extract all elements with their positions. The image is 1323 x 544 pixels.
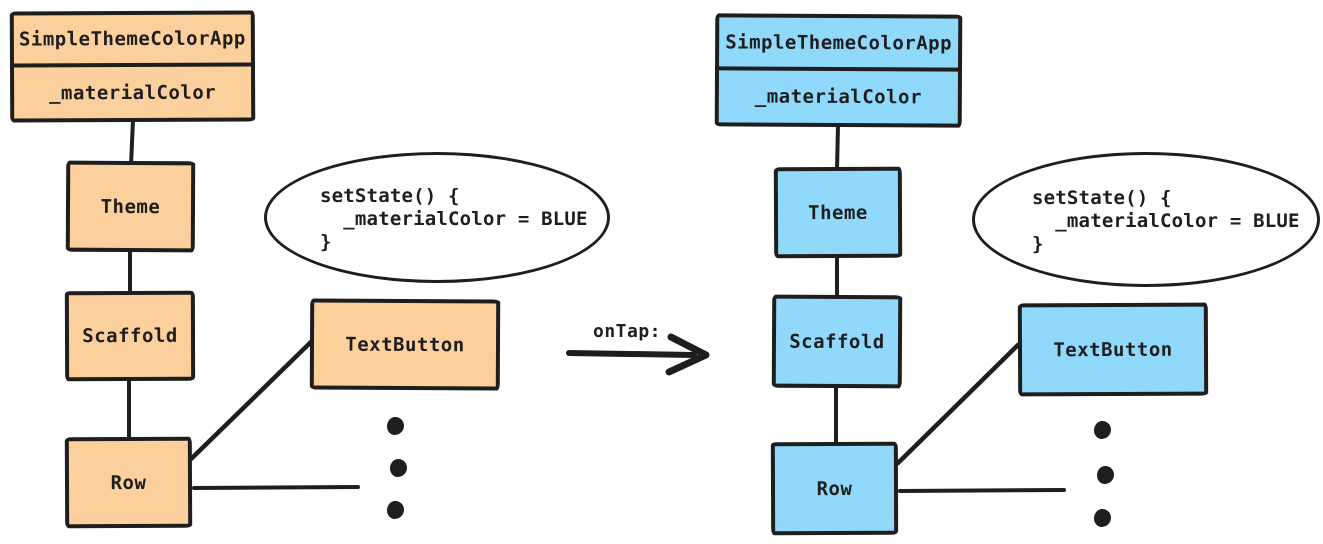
node-simplethemecolorapp-before: SimpleThemeColorApp _materialColor	[9, 10, 256, 123]
code-line: _materialColor = BLUE	[320, 208, 588, 230]
node-title: SimpleThemeColorApp	[13, 14, 252, 68]
connector-row-ellipsis-after	[898, 488, 1066, 493]
node-theme-before: Theme	[65, 160, 196, 253]
code-line: _materialColor = BLUE	[1032, 210, 1300, 232]
setstate-callout-before	[264, 152, 610, 283]
ellipsis-dot	[387, 501, 404, 519]
node-state-field: _materialColor	[754, 85, 922, 109]
node-scaffold-before: Scaffold	[64, 290, 196, 382]
node-textbutton-after: TextButton	[1017, 302, 1209, 397]
node-state-field: _materialColor	[48, 81, 217, 104]
connector-app-theme-after	[835, 123, 840, 172]
node-row-before: Row	[64, 436, 193, 529]
connector-app-theme-before	[129, 118, 135, 167]
ellipsis-dot	[1097, 466, 1114, 484]
ellipsis-dot	[390, 459, 407, 477]
node-textbutton-before: TextButton	[309, 298, 501, 391]
code-line: setState() {	[1032, 187, 1172, 209]
code-line: }	[320, 231, 332, 253]
connector-row-ellipsis-before	[192, 485, 360, 490]
connector-row-textbutton-before	[188, 338, 315, 462]
node-row-after: Row	[770, 441, 899, 536]
code-line: }	[1032, 233, 1044, 255]
setstate-code-before: setState() { _materialColor = BLUE}	[320, 185, 588, 254]
connector-row-textbutton-after	[895, 342, 1021, 466]
node-simplethemecolorapp-after: SimpleThemeColorApp _materialColor	[714, 13, 963, 128]
setstate-code-after: setState() { _materialColor = BLUE}	[1032, 187, 1300, 256]
ontap-label: onTap:	[593, 321, 662, 342]
ellipsis-dot	[387, 417, 404, 435]
node-theme-after: Theme	[773, 166, 903, 259]
node-scaffold-after: Scaffold	[771, 294, 903, 389]
ellipsis-dot	[1094, 509, 1111, 527]
code-line: setState() {	[320, 185, 460, 207]
ellipsis-dot	[1094, 421, 1111, 439]
node-title: SimpleThemeColorApp	[718, 17, 959, 72]
ontap-arrow	[566, 333, 710, 376]
setstate-callout-after	[972, 152, 1320, 287]
